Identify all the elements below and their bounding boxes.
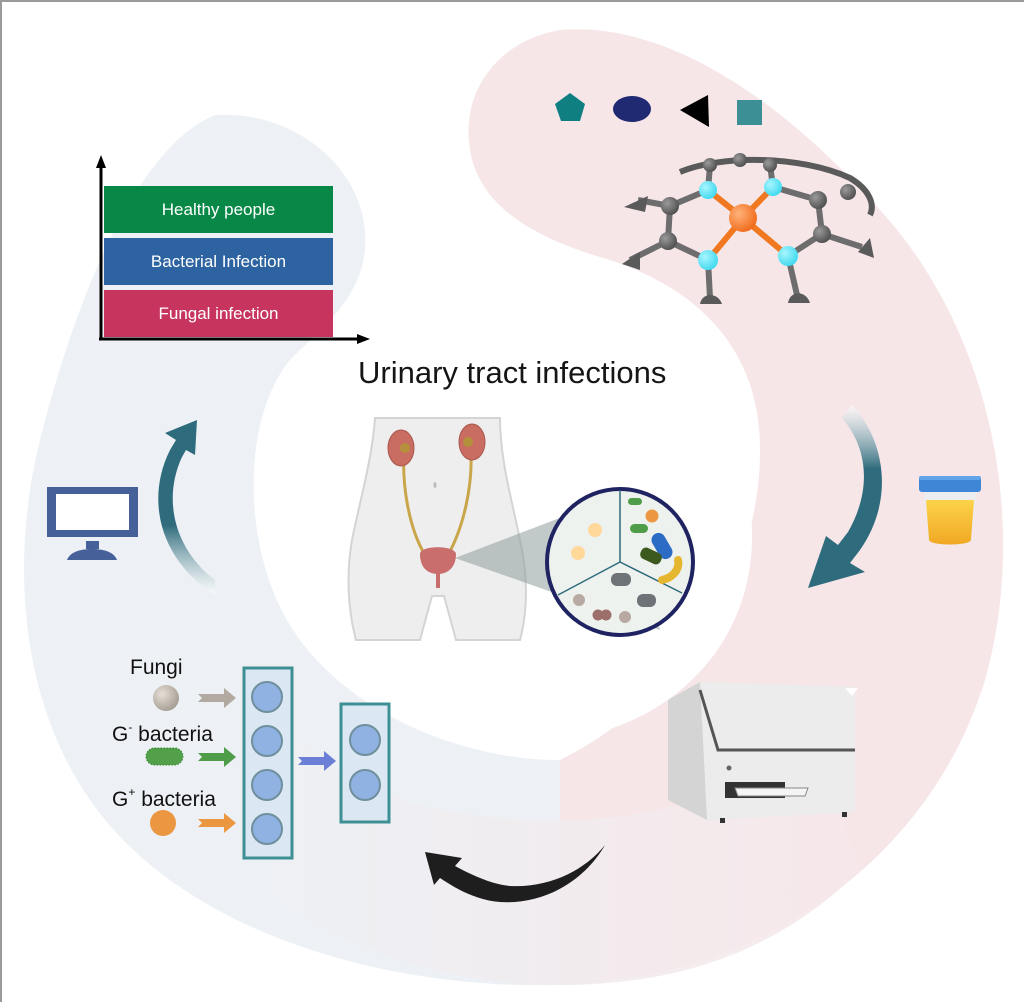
right-swirl: [468, 29, 1004, 986]
output-node: [349, 769, 381, 801]
class-bar-fungal: Fungal infection: [104, 290, 333, 337]
urine-cup-icon: [919, 476, 981, 545]
input-label-gram-negative-sign: -: [128, 720, 133, 734]
input-label-gram-positive-sign: +: [128, 785, 136, 799]
flow-arrow-to-classification: [158, 420, 215, 595]
class-bar-bacterial: Bacterial Infection: [104, 238, 333, 285]
diagram-title: Urinary tract infections: [358, 355, 667, 390]
gram-positive-arrow: [198, 813, 236, 833]
input-label-gram-positive-suffix: bacteria: [135, 788, 216, 811]
input-label-gram-negative-letter: G: [112, 723, 129, 746]
porphyrin-molecule-icon: [622, 153, 875, 304]
pentagon-icon: [555, 93, 585, 121]
triangle-icon: [680, 95, 709, 127]
fungi-cell-icon: [153, 685, 179, 711]
input-label-gram-positive: G+ bacteria: [112, 785, 216, 812]
square-icon: [737, 100, 762, 125]
monitor-icon: [47, 487, 138, 560]
output-layer-box: [339, 702, 391, 824]
flow-arrow-to-instrument: [808, 405, 882, 588]
input-label-fungi: Fungi: [130, 656, 183, 680]
fungi-arrow: [198, 688, 236, 708]
bottom-swirl: [250, 730, 860, 985]
layer-connector-arrow: [298, 751, 336, 771]
class-bar-healthy: Healthy people: [104, 186, 333, 233]
flow-arrow-to-network: [425, 845, 605, 903]
hidden-node: [251, 725, 283, 757]
input-label-fungi-text: Fungi: [130, 656, 183, 679]
urinary-tract-anatomy-icon: [347, 417, 527, 641]
pathogen-inset-icon: [545, 487, 695, 637]
classification-axes: [96, 155, 370, 344]
gram-positive-bacterium-icon: [150, 810, 176, 836]
input-label-gram-negative: G- bacteria: [112, 720, 213, 747]
hidden-node: [251, 681, 283, 713]
output-nodes: [349, 724, 381, 801]
sensor-array-shapes: [555, 93, 762, 127]
hidden-node: [251, 813, 283, 845]
input-label-gram-positive-letter: G: [112, 788, 129, 811]
neural-network: [145, 666, 391, 860]
output-node: [349, 724, 381, 756]
gram-negative-bacterium-icon: [145, 747, 184, 766]
ellipse-icon: [613, 96, 651, 122]
gram-negative-arrow: [198, 747, 236, 767]
input-label-gram-negative-suffix: bacteria: [132, 723, 213, 746]
plate-reader-icon: [668, 682, 858, 823]
hidden-nodes: [251, 681, 283, 845]
hidden-node: [251, 769, 283, 801]
